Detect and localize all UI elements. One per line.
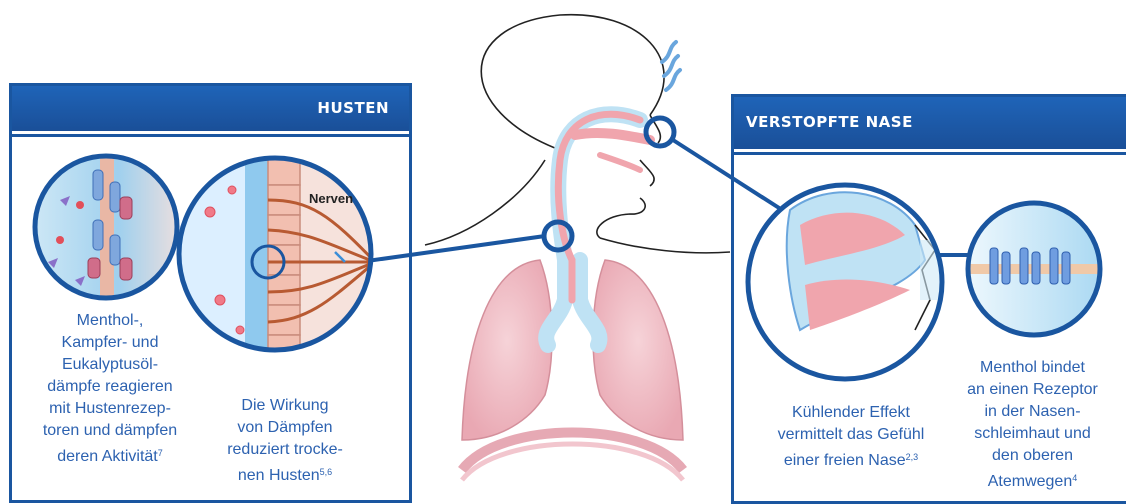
receptor-membrane-circle xyxy=(30,150,190,310)
nasal-receptor-circle xyxy=(965,200,1105,340)
caption-line: toren und dämpfen xyxy=(25,420,195,442)
caption-line: Kampfer- und xyxy=(25,332,195,354)
caption-line: dämpfe reagieren xyxy=(25,376,195,398)
caption-line: Die Wirkung xyxy=(205,395,365,417)
caption-line: nen Husten5,6 xyxy=(205,461,365,487)
nasal-cavity-circle xyxy=(745,182,960,382)
caption-line: Menthol bindet xyxy=(950,357,1115,379)
caption-line: von Dämpfen xyxy=(205,417,365,439)
caption-line: reduziert trocke- xyxy=(205,439,365,461)
footnote-ref: 7 xyxy=(158,448,163,458)
caption-line: vermittelt das Gefühl xyxy=(756,424,946,446)
footnote-ref: 5,6 xyxy=(320,467,333,477)
caption-line: deren Aktivität7 xyxy=(25,442,195,468)
footnote-ref: 4 xyxy=(1072,473,1077,483)
caption-line: Atemwegen4 xyxy=(950,467,1115,493)
caption-line: in der Nasen- xyxy=(950,401,1115,423)
caption-line: einer freien Nase2,3 xyxy=(756,446,946,472)
nerve-tissue-circle xyxy=(170,150,390,370)
caption-line: schleimhaut und xyxy=(950,423,1115,445)
caption-line: den oberen xyxy=(950,445,1115,467)
vapor-waves-icon xyxy=(662,42,680,90)
footnote-ref: 2,3 xyxy=(906,452,919,462)
caption-line: an einen Rezeptor xyxy=(950,379,1115,401)
caption-line: mit Hustenrezep- xyxy=(25,398,195,420)
caption-text: nen Husten xyxy=(238,467,320,484)
caption-text: Atemwegen xyxy=(988,473,1073,490)
caption-line: Menthol-, xyxy=(25,310,195,332)
caption-husten-rezeptor: Menthol-, Kampfer- und Eukalyptusöl- däm… xyxy=(25,310,195,468)
nerve-label: Nerven xyxy=(309,191,353,206)
caption-line: Eukalyptusöl- xyxy=(25,354,195,376)
caption-nase-rezeptor: Menthol bindet an einen Rezeptor in der … xyxy=(950,357,1115,493)
caption-text: einer freien Nase xyxy=(784,452,906,469)
caption-line: Kühlender Effekt xyxy=(756,402,946,424)
caption-text: deren Aktivität xyxy=(57,448,158,465)
caption-nase-kuehlend: Kühlender Effekt vermittelt das Gefühl e… xyxy=(756,402,946,472)
caption-husten-wirkung: Die Wirkung von Dämpfen reduziert trocke… xyxy=(205,395,365,487)
